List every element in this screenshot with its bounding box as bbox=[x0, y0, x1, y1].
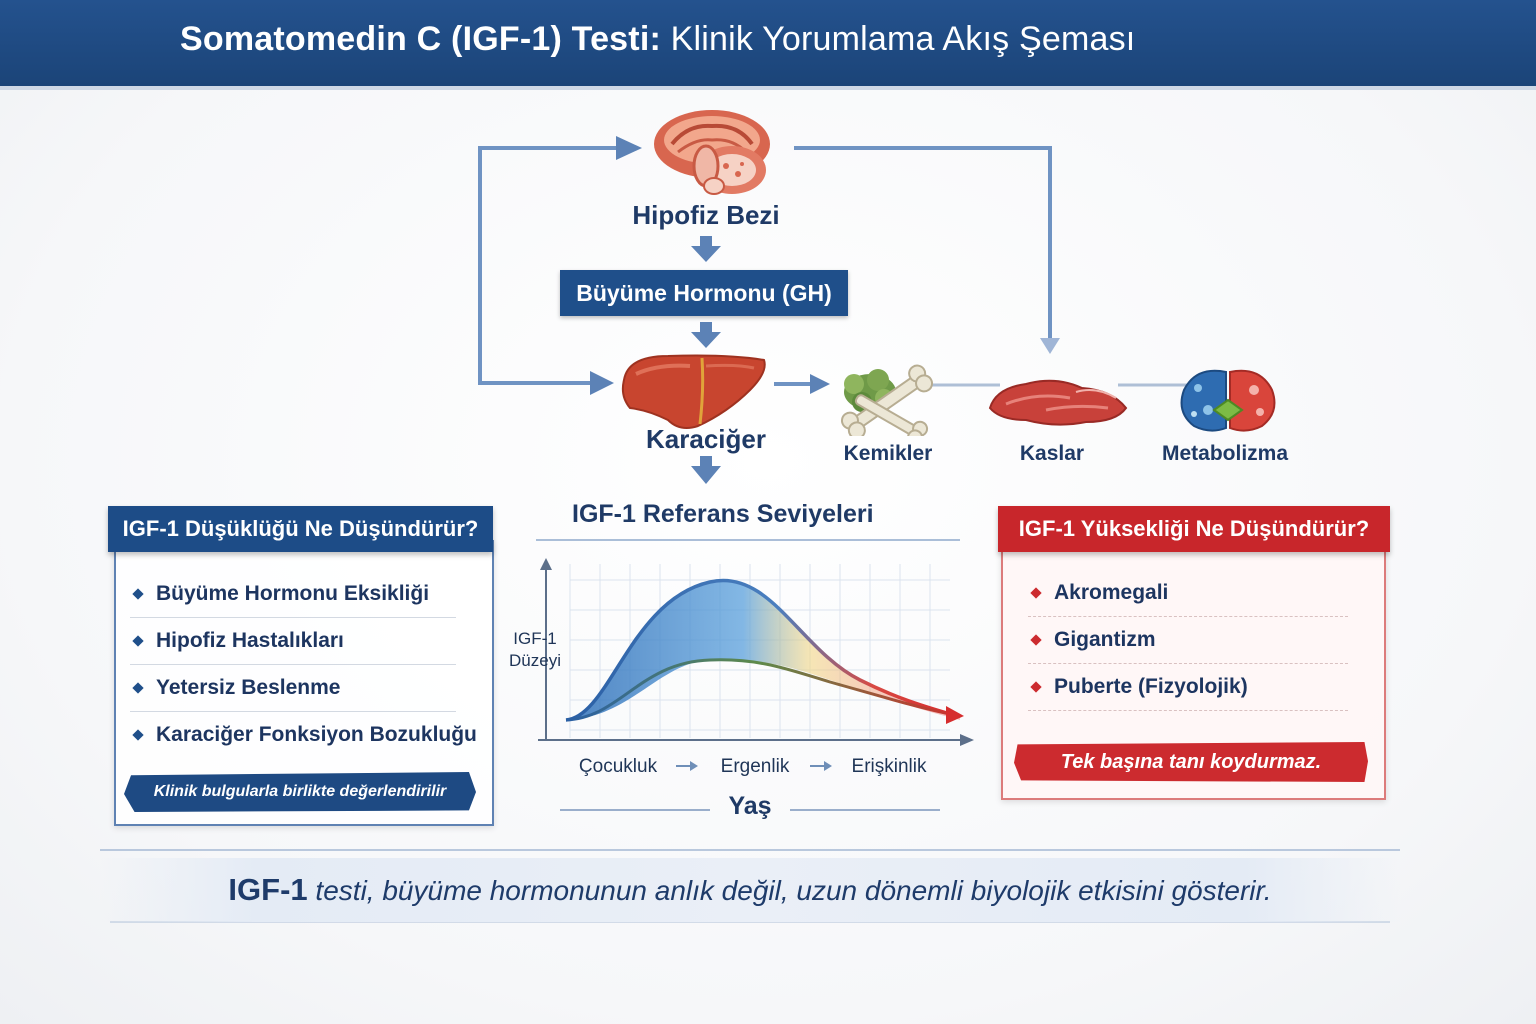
x-stage-label: Çocukluk bbox=[578, 756, 658, 777]
list-item: Karaciğer Fonksiyon Bozukluğu bbox=[130, 712, 477, 758]
chart-x-label: Yaş bbox=[728, 792, 772, 820]
target-label-bones: Kemikler bbox=[843, 442, 933, 465]
loop-left-connector bbox=[478, 146, 618, 385]
target-label-muscles: Kaslar bbox=[1019, 442, 1085, 465]
liver-icon bbox=[621, 354, 766, 429]
high-igf1-panel-title: IGF-1 Yüksekliği Ne Düşündürür? bbox=[998, 506, 1390, 552]
arrow-down-to-muscle-icon bbox=[1040, 338, 1060, 354]
x-axis-arrow-icon bbox=[960, 734, 974, 746]
x-stage-label: Erişkinlik bbox=[851, 756, 927, 777]
high-igf1-note: Tek başına tanı koydurmaz. bbox=[1014, 742, 1368, 782]
trend-arrow-icon bbox=[946, 706, 964, 724]
list-item: Yetersiz Beslenme bbox=[130, 665, 456, 712]
arrow-down-icon bbox=[691, 456, 721, 484]
list-item: Akromegali bbox=[1028, 570, 1348, 617]
muscle-icon bbox=[988, 379, 1128, 426]
list-item: Gigantizm bbox=[1028, 617, 1348, 664]
pituitary-gland-icon bbox=[654, 110, 770, 195]
arrow-down-icon bbox=[691, 322, 721, 348]
header-bar bbox=[0, 0, 1536, 90]
pituitary-label: Hipofiz Bezi bbox=[632, 200, 780, 230]
low-igf1-list: Büyüme Hormonu Eksikliği Hipofiz Hastalı… bbox=[130, 571, 477, 758]
chart-y-label: IGF-1 Düzeyi bbox=[509, 629, 561, 670]
reference-range-area bbox=[566, 580, 960, 720]
igf1-reference-chart bbox=[536, 539, 974, 811]
chart-title: IGF-1 Referans Seviyeleri bbox=[572, 500, 874, 528]
footer-band bbox=[100, 858, 1400, 922]
reference-lower-line bbox=[565, 658, 951, 722]
liver-label: Karaciğer bbox=[646, 424, 766, 454]
stage-arrow-icon bbox=[824, 761, 832, 771]
loop-arrow-to-liver-icon bbox=[590, 371, 614, 395]
target-label-metabolism: Metabolizma bbox=[1161, 442, 1289, 465]
stage-arrow-icon bbox=[690, 761, 698, 771]
x-stage-label: Ergenlik bbox=[720, 756, 790, 777]
list-item: Puberte (Fizyolojik) bbox=[1028, 664, 1348, 711]
list-item: Hipofiz Hastalıkları bbox=[130, 618, 456, 665]
low-igf1-note: Klinik bulgularla birlikte değerlendiril… bbox=[124, 772, 476, 812]
list-item: Büyüme Hormonu Eksikliği bbox=[130, 571, 456, 618]
page-title: Somatomedin C (IGF-1) Testi: Klinik Yoru… bbox=[180, 20, 1136, 58]
low-igf1-panel-title: IGF-1 Düşüklüğü Ne Düşündürür? bbox=[108, 506, 493, 552]
growth-hormone-box: Büyüme Hormonu (GH) bbox=[560, 270, 848, 316]
loop-arrow-to-pituitary-icon bbox=[616, 136, 642, 160]
arrow-right-icon bbox=[810, 374, 830, 394]
high-igf1-list: Akromegali Gigantizm Puberte (Fizyolojik… bbox=[1028, 570, 1348, 711]
footer-summary: IGF-1 testi, büyüme hormonunun anlık değ… bbox=[228, 872, 1272, 907]
reference-upper-line bbox=[565, 578, 951, 722]
loop-right-connector bbox=[794, 146, 1052, 342]
arrow-down-icon bbox=[691, 236, 721, 262]
y-axis-arrow-icon bbox=[540, 558, 552, 570]
metabolism-icon bbox=[1180, 369, 1276, 432]
bone-icon bbox=[840, 364, 934, 436]
